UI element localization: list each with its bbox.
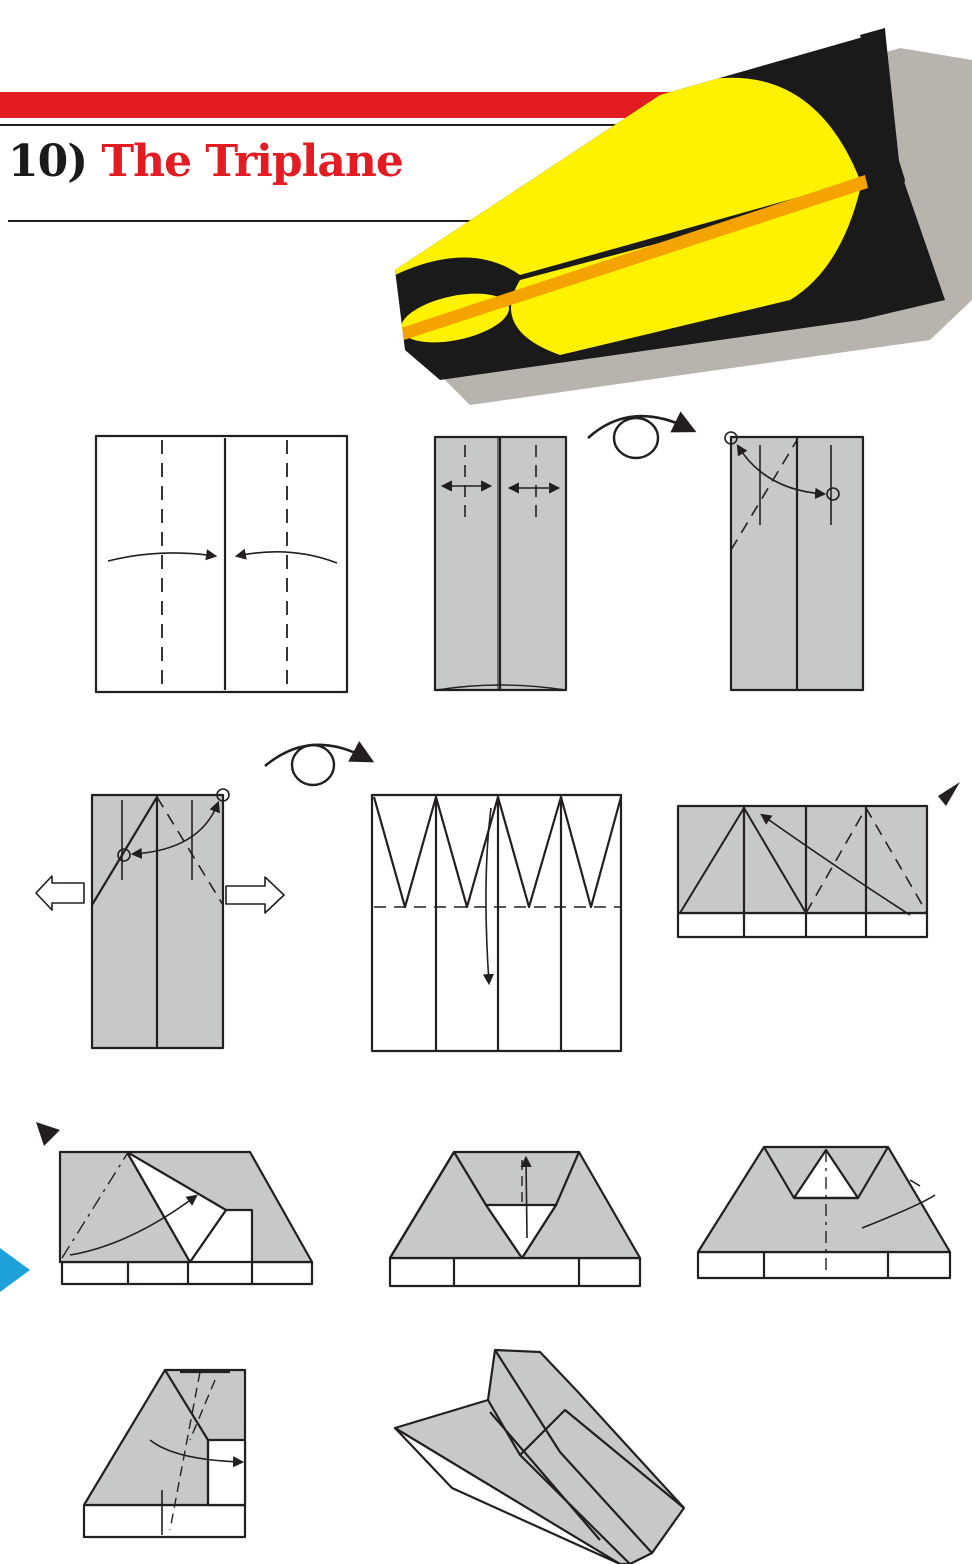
step-11-final-plane — [393, 1348, 686, 1564]
step-3-diagram — [724, 431, 865, 692]
step-10-diagram — [82, 1368, 247, 1539]
plane-yellow-wing-bottom — [511, 190, 860, 355]
step-6-diagram — [676, 782, 960, 939]
corner-mark — [0, 1248, 30, 1292]
step-5-diagram — [370, 793, 623, 1053]
step-2-diagram — [433, 435, 568, 692]
page-title: 10) The Triplane — [8, 134, 404, 190]
step-4-diagram — [35, 788, 285, 1050]
turn-over-icon — [587, 411, 697, 460]
plane-yellow-wing-top — [395, 77, 860, 276]
plane-orange-stripe — [395, 175, 868, 342]
step-8-diagram — [388, 1150, 642, 1288]
hero-plane-illustration — [395, 28, 972, 405]
fold-mark-icon — [36, 1122, 60, 1146]
rule-top — [0, 124, 972, 126]
plane-name: The Triplane — [101, 136, 403, 187]
step-9-diagram — [696, 1145, 952, 1280]
step-1-diagram — [94, 434, 349, 694]
plane-black-tip — [860, 28, 945, 310]
step-number: 10) — [8, 136, 88, 187]
step-7-diagram — [36, 1122, 314, 1286]
fold-mark-icon — [938, 782, 960, 806]
turn-over-icon — [264, 741, 375, 787]
